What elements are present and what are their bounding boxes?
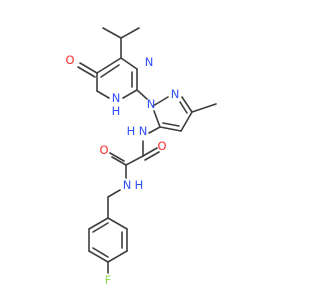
bond — [136, 89, 148, 100]
atom-label: H — [135, 178, 144, 192]
bond — [142, 147, 158, 157]
atom-label: O — [99, 143, 108, 157]
bond — [181, 96, 193, 113]
atom-label: N — [145, 55, 154, 69]
bond — [96, 90, 110, 99]
bond — [109, 152, 125, 162]
bond — [107, 250, 128, 263]
bond — [88, 217, 109, 230]
atom-label: N — [123, 178, 132, 192]
bond — [100, 64, 120, 78]
bond — [92, 222, 109, 233]
atom-label: N — [139, 124, 148, 138]
atom-label: H — [127, 124, 136, 138]
atom-label: N — [147, 97, 156, 111]
bond — [153, 110, 161, 128]
bond — [107, 189, 121, 198]
bonds — [77, 27, 217, 274]
bond — [122, 89, 138, 99]
bond — [144, 151, 160, 161]
atom-label: F — [105, 273, 112, 287]
bond — [162, 122, 180, 127]
bond — [79, 62, 98, 74]
bond — [152, 96, 169, 107]
atom-label: O — [157, 139, 166, 153]
atom-label: H — [112, 104, 121, 118]
bond — [77, 66, 96, 78]
bond — [180, 111, 193, 132]
bond — [191, 103, 217, 113]
bond — [125, 155, 144, 166]
atom-labels: O N N H N N N H O O N H F — [65, 53, 179, 287]
atom-label: N — [171, 87, 180, 101]
bond — [88, 250, 109, 263]
bond — [148, 126, 161, 134]
bond — [159, 126, 182, 132]
bond — [96, 57, 122, 74]
bond — [102, 27, 122, 39]
atom-label: N — [112, 91, 121, 105]
molecule-structure: O N N H N N N H O O N H F — [65, 27, 217, 287]
atom-label: O — [65, 53, 74, 67]
bond — [107, 217, 128, 230]
bond — [120, 57, 138, 70]
bond — [179, 101, 188, 114]
bond — [120, 27, 140, 39]
bond — [92, 247, 109, 258]
bond — [111, 156, 127, 166]
